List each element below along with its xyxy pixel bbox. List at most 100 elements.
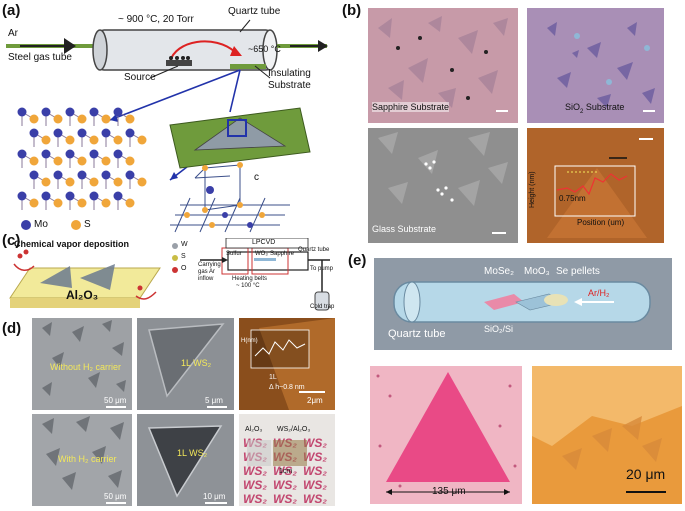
s-atom bbox=[89, 135, 99, 145]
mo-atom bbox=[29, 170, 39, 180]
sem-scalebar-5 bbox=[205, 502, 227, 504]
mo-atom bbox=[65, 191, 75, 201]
s-atom bbox=[53, 198, 63, 208]
onecm-label: 1cm bbox=[279, 468, 293, 475]
sem-scalebar-4-label: 50 μm bbox=[104, 492, 127, 501]
with-h2-label: With H₂ carrier bbox=[58, 454, 117, 464]
lpcvd-gas: gas Ar bbox=[198, 269, 216, 275]
ws2-word: WS₂ bbox=[243, 464, 267, 478]
ws2-word: WS₂ bbox=[273, 464, 297, 478]
sem-scalebar-1 bbox=[106, 406, 126, 408]
sapphire-label: Sapphire Substrate bbox=[372, 102, 450, 112]
mos2-lattice bbox=[17, 107, 147, 210]
mo-atom bbox=[77, 128, 87, 138]
panel-b-label: (b) bbox=[342, 2, 362, 19]
lpcvd-carrying: Carrying bbox=[198, 262, 221, 268]
s-atom bbox=[77, 114, 87, 124]
ws2-word: WS₂ bbox=[243, 478, 267, 492]
mo-atom bbox=[101, 128, 111, 138]
panel-a-substrate-label: Substrate bbox=[268, 80, 311, 91]
mo-atom bbox=[101, 170, 111, 180]
sem-1l-ws2-a: 1L WS₂ 5 μm bbox=[137, 318, 234, 410]
s-atom bbox=[113, 177, 123, 187]
panel-d-label: (d) bbox=[2, 320, 22, 337]
s-atom bbox=[137, 135, 147, 145]
glass-micrograph: Glass Substrate bbox=[368, 128, 518, 243]
afm-h-axis: H(nm) bbox=[241, 338, 258, 344]
afm-ws2: H(nm) 1L Δ h~0.8 nm 2μm bbox=[239, 318, 335, 410]
panel-e-tube-diagram: MoSe₂ MoO₃ Se pellets Ar/H₂ Quartz tube … bbox=[374, 258, 672, 350]
ws2-word: WS₂ bbox=[303, 492, 327, 506]
mo-atom bbox=[41, 149, 51, 159]
mo-atom bbox=[113, 107, 123, 117]
mo-atom bbox=[65, 107, 75, 117]
sem-scalebar-4 bbox=[106, 502, 126, 504]
sem-scalebar-3-label: 2μm bbox=[307, 396, 323, 405]
glass-scalebar bbox=[492, 232, 506, 234]
mo-atom bbox=[89, 107, 99, 117]
sem-1l-ws2-b: 1L WS₂ 10 μm bbox=[137, 414, 234, 506]
ws2-word: WS₂ bbox=[303, 450, 327, 464]
sem-scalebar-2 bbox=[207, 406, 227, 408]
s-atom bbox=[65, 135, 75, 145]
mo-atom bbox=[125, 170, 135, 180]
ws2-label-1: 1L WS₂ bbox=[181, 358, 212, 368]
quartz-tube-label: Quartz tube bbox=[388, 328, 446, 340]
mose2-triangle-image: 135 μm bbox=[370, 366, 522, 504]
mo-atom bbox=[89, 191, 99, 201]
lpcvd-heating-temp: ~ 100 °C bbox=[236, 283, 260, 289]
mo-atom bbox=[125, 128, 135, 138]
mo-atom bbox=[89, 149, 99, 159]
panel-a-insulating-label: Insulating bbox=[268, 68, 311, 79]
film-scalebar-label: 20 μm bbox=[626, 466, 666, 482]
s-atom bbox=[41, 135, 51, 145]
cvd-legend-o: O bbox=[181, 265, 187, 272]
sem-scalebar-2-label: 5 μm bbox=[205, 396, 223, 405]
lpcvd-pump: To pump bbox=[310, 266, 334, 272]
mo-atom bbox=[17, 149, 27, 159]
cvd-legend-w: W bbox=[181, 241, 188, 248]
ws2-word: WS₂ bbox=[303, 478, 327, 492]
s-atom bbox=[101, 198, 111, 208]
sio2-label: SiO2 Substrate bbox=[565, 102, 625, 115]
legend-mo: Mo bbox=[34, 219, 48, 230]
panel-a-conditions: ~ 900 °C, 20 Torr bbox=[118, 14, 194, 25]
panel-a-ar-label: Ar bbox=[8, 28, 18, 39]
al2o3-sample bbox=[247, 440, 271, 466]
ws2-word: WS₂ bbox=[273, 492, 297, 506]
ws2-label-2: 1L WS₂ bbox=[177, 448, 208, 458]
ws2-sample bbox=[273, 440, 307, 466]
s-atom bbox=[125, 156, 135, 166]
lpcvd-inflow: inflow bbox=[198, 276, 214, 282]
al2o3-label: Al₂O₃ bbox=[245, 426, 263, 433]
sapphire-scalebar bbox=[496, 110, 508, 112]
s-atom bbox=[29, 198, 39, 208]
panel-a-source-label: Source bbox=[124, 72, 156, 83]
sem-scalebar-5-label: 10 μm bbox=[203, 492, 226, 501]
axis-c-label: c bbox=[254, 172, 259, 183]
panel-c-diagram bbox=[9, 238, 330, 311]
mo-atom bbox=[113, 149, 123, 159]
ws2-word: WS₂ bbox=[303, 436, 327, 450]
panel-a-steel-label: Steel gas tube bbox=[8, 52, 72, 63]
s-atom bbox=[137, 177, 147, 187]
s-atom bbox=[77, 198, 87, 208]
s-atom bbox=[125, 198, 135, 208]
afm-position-axis: Position (um) bbox=[577, 218, 625, 227]
afm-scalebar bbox=[639, 138, 653, 140]
dimension-label: 135 μm bbox=[432, 486, 466, 497]
mose2-film-image: 20 μm bbox=[532, 366, 682, 504]
lpcvd-sapphire: Sapphire bbox=[270, 251, 295, 257]
sio2si-label: SiO₂/Si bbox=[484, 324, 513, 334]
s-atom bbox=[29, 114, 39, 124]
ws2-word: WS₂ bbox=[303, 464, 327, 478]
lpcvd-quartz: Quartz tube bbox=[298, 247, 330, 253]
lpcvd-wo3: WO₃ bbox=[255, 251, 268, 257]
wafer-photo: WS₂WS₂WS₂WS₂WS₂WS₂WS₂WS₂WS₂WS₂WS₂WS₂WS₂W… bbox=[239, 414, 335, 506]
mo-atom bbox=[53, 170, 63, 180]
s-atom bbox=[125, 114, 135, 124]
mo-atom bbox=[65, 149, 75, 159]
lpcvd-heating: Heating belts bbox=[232, 276, 268, 282]
s-atom bbox=[101, 156, 111, 166]
sem-with-h2: With H₂ carrier 50 μm bbox=[32, 414, 132, 506]
